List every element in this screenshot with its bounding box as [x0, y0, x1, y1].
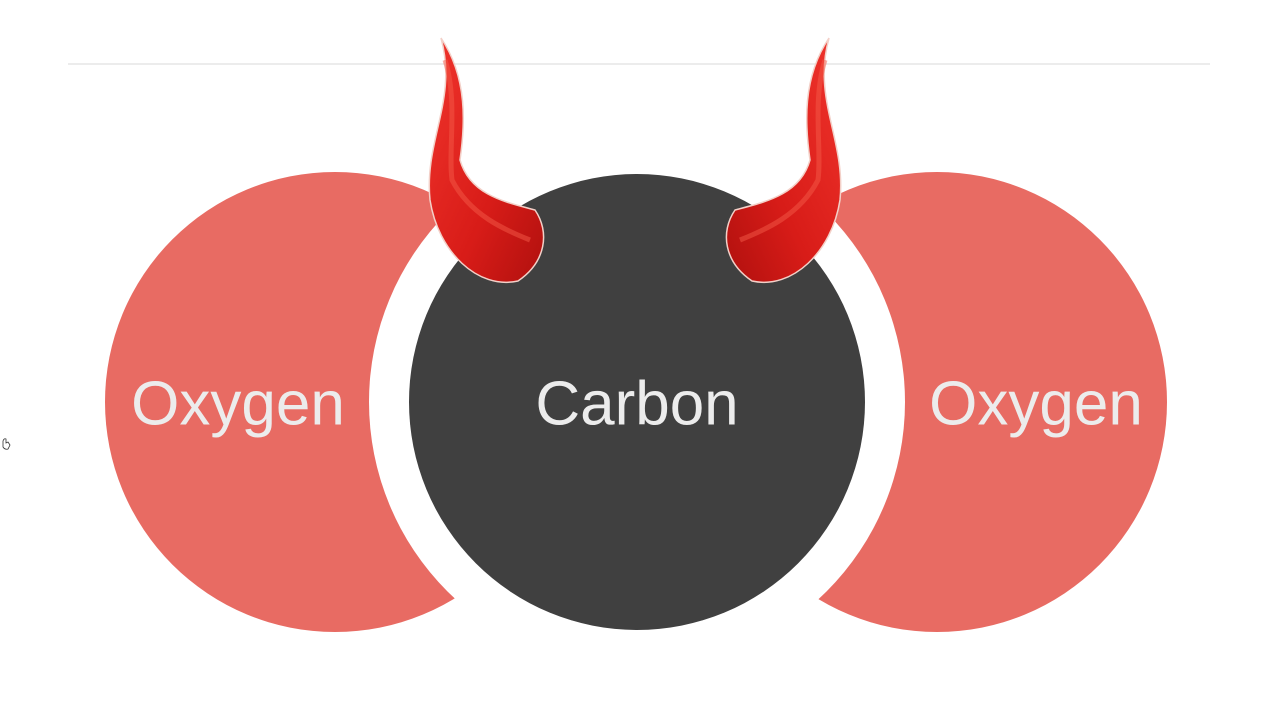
devil-horn-right-icon [725, 37, 842, 284]
devil-horn-left-icon [428, 37, 545, 284]
oxygen-label-right: Oxygen [929, 369, 1143, 438]
hand-cursor-icon [2, 438, 11, 450]
carbon-atom [409, 174, 865, 630]
oxygen-label-left: Oxygen [131, 369, 345, 438]
carbon-label: Carbon [535, 369, 738, 438]
